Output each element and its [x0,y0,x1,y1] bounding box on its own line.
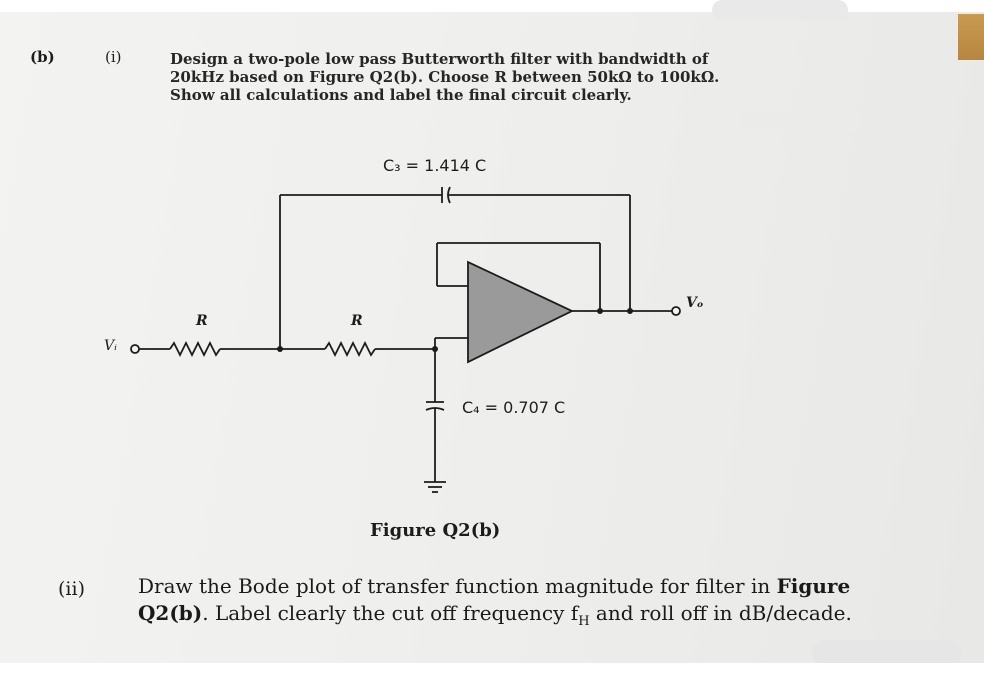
junction-dot [432,346,438,352]
question-part-ii: Draw the Bode plot of transfer function … [138,573,938,635]
c3-label: C₃ = 1.414 C [383,156,487,175]
part-b-label: (b) [30,48,55,66]
redaction-mark [812,640,962,666]
capacitor-c3-plate-curved [447,186,451,204]
output-terminal [671,306,681,316]
part-ii-label: (ii) [58,578,85,600]
figure-reference: Q2(b) [138,601,203,625]
r2-label: R [351,313,363,329]
resistor-r1 [169,340,221,358]
page-margin [0,663,984,675]
input-terminal [130,344,140,354]
junction-dot [627,308,633,314]
question-text: . Choose R between 50kΩ to 100kΩ. [417,68,720,86]
redaction-mark [712,0,848,20]
question-line-1: Design a two-pole low pass Butterworth f… [170,50,709,68]
resistor-r2 [324,340,376,358]
figure-caption: Figure Q2(b) [370,520,501,541]
op-amp [467,260,575,364]
figure-reference: Figure [776,574,851,598]
question-text: 20kHz based on [170,68,310,86]
question-text: Draw the Bode plot of transfer function … [138,574,777,598]
redaction-mark [740,112,860,130]
question-line-2: 20kHz based on Figure Q2(b). Choose R be… [170,68,850,86]
question-line-3: Show all calculations and label the fina… [170,86,632,104]
vo-label: Vₒ [686,295,704,311]
question-line-1: Draw the Bode plot of transfer function … [138,573,938,600]
question-line-2: Q2(b). Label clearly the cut off frequen… [138,600,938,635]
c4-label: C₄ = 0.707 C [462,398,566,417]
vi-label: Vᵢ [104,338,117,354]
junction-dot [277,346,283,352]
junction-dot [597,308,603,314]
desk-edge [958,14,984,60]
question-text: and roll off in dB/decade. [589,601,852,625]
part-i-label: (i) [105,48,122,66]
question-text: . Label clearly the cut off frequency f [202,601,579,625]
question-part-i: Design a two-pole low pass Butterworth f… [170,50,850,104]
r1-label: R [196,313,208,329]
subscript: H [578,614,590,629]
figure-reference: Figure Q2(b) [309,68,418,86]
